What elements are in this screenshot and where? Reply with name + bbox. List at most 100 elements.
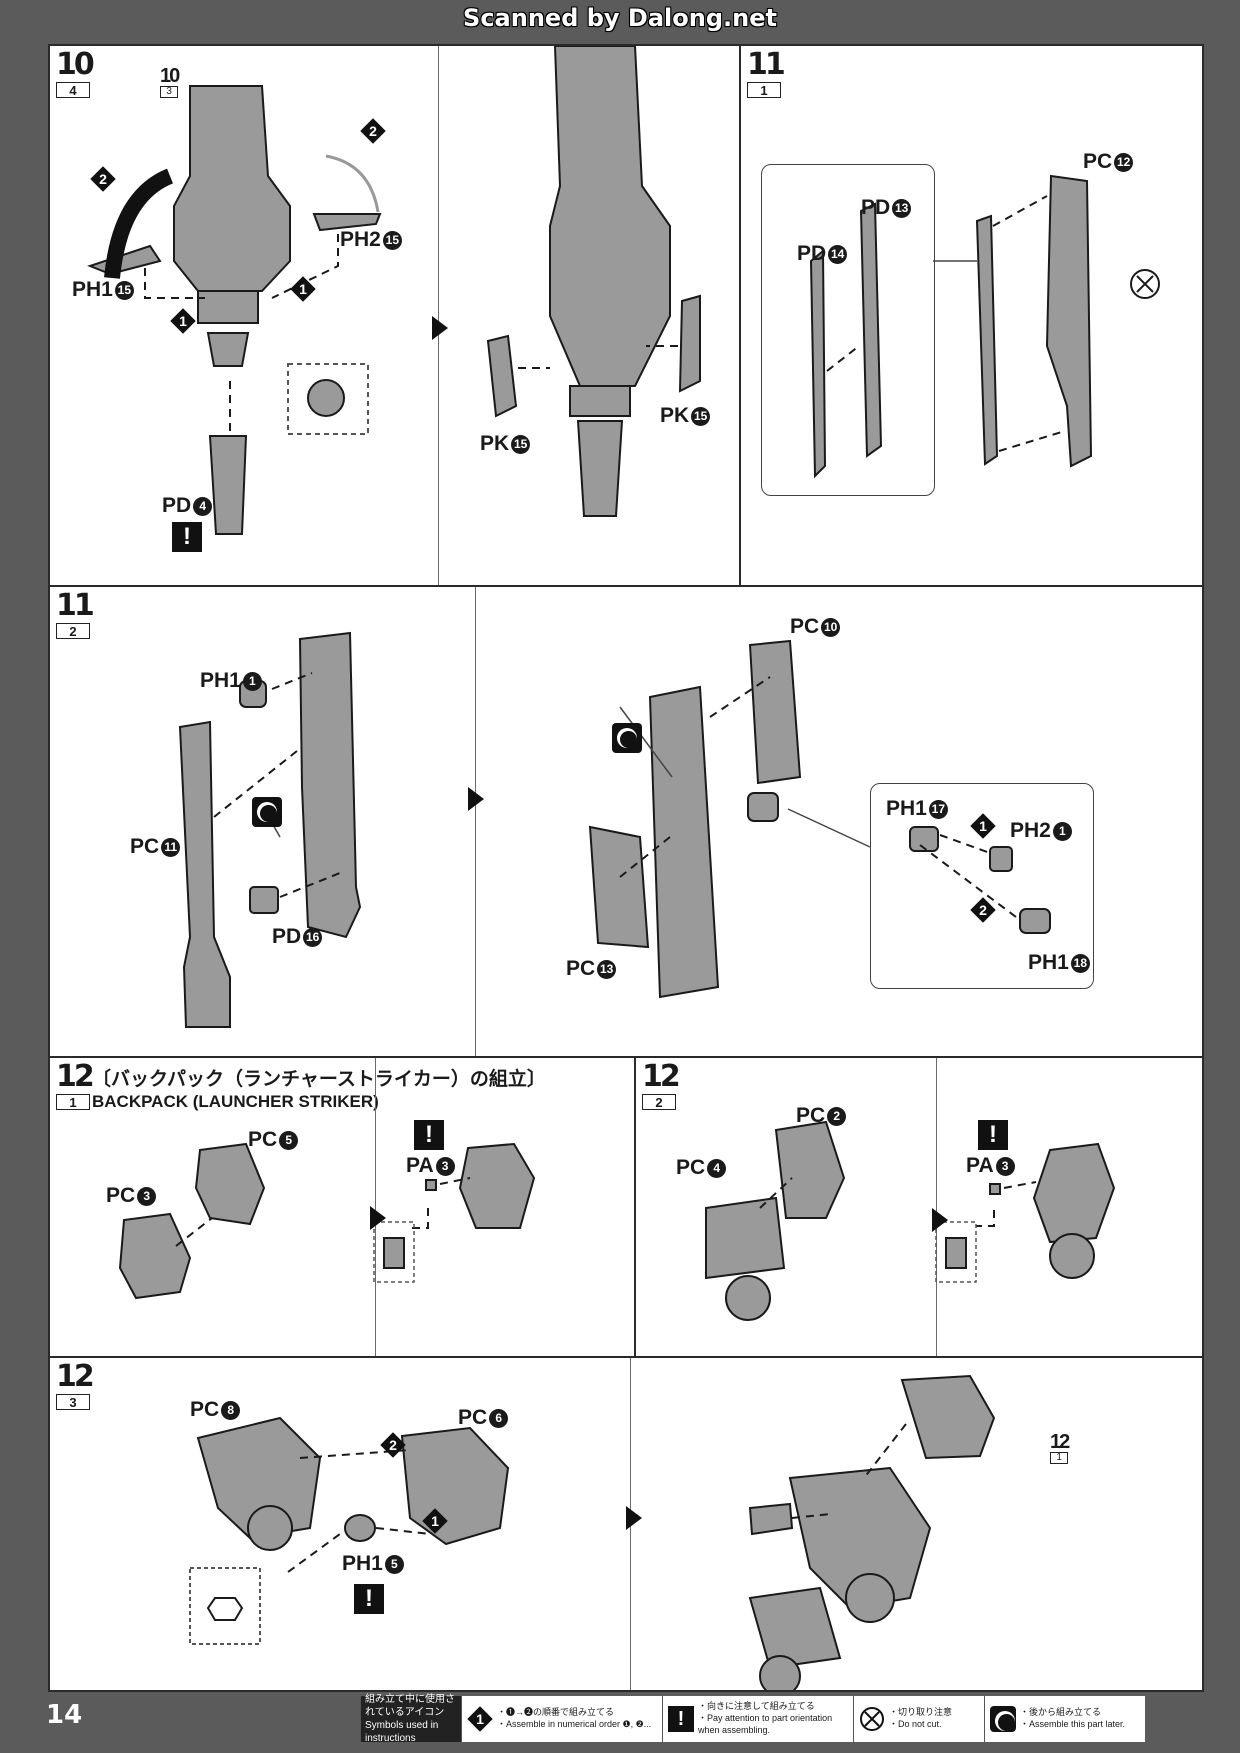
instruction-sheet: 10 4 10 3 [48, 44, 1204, 1692]
legend-attention: ! ・向きに注意して組み立てる・Pay attention to part or… [662, 1696, 853, 1742]
reference-number: 10 [160, 65, 180, 87]
panel-step-11-2: 11 2 [48, 585, 1204, 1058]
step-number: 11 2 [56, 588, 95, 639]
reference-sub: 1 [1050, 1452, 1069, 1464]
order-marker-1: 1 [970, 813, 996, 839]
step-number: 12 2 [642, 1059, 681, 1110]
section-title-english: BACKPACK (LAUNCHER STRIKER) [92, 1092, 379, 1111]
step-transition-arrow [932, 1208, 948, 1232]
assemble-later-icon [612, 723, 642, 753]
panel-step-10-4: 10 4 10 3 [48, 44, 741, 587]
sub-step-divider [936, 1058, 937, 1356]
order-icon: 1 [467, 1706, 493, 1732]
sub-step-divider [475, 587, 476, 1056]
attention-icon: ! [172, 522, 202, 552]
sub-step-divider [438, 46, 439, 585]
watermark: Scanned by Dalong.net [463, 4, 777, 32]
legend-order-en: ・Assemble in numerical order ❶, ❷... [497, 1719, 652, 1729]
step-main-number: 10 [56, 47, 95, 82]
step-sub-number: 1 [747, 82, 781, 98]
step-main-number: 12 [56, 1359, 95, 1394]
legend-header-en: Symbols used in instructions [365, 1720, 439, 1744]
section-title-japanese: 〔バックパック（ランチャーストライカー）の組立〕 [92, 1069, 546, 1090]
step-sub-number: 3 [56, 1394, 90, 1410]
step-main-number: 12 [56, 1059, 95, 1094]
legend-later-jp: ・後から組み立てる [1020, 1707, 1102, 1718]
order-marker-2: 2 [380, 1432, 406, 1458]
reference-number: 12 [1050, 1431, 1070, 1453]
order-marker-2: 2 [90, 166, 116, 192]
legend-order: 1 ・❶→❷の順番で組み立てる・Assemble in numerical or… [461, 1696, 662, 1742]
legend-nocut-en: ・Do not cut. [889, 1719, 942, 1729]
step-transition-arrow [626, 1506, 642, 1530]
order-marker-1: 1 [422, 1508, 448, 1534]
attention-icon: ! [354, 1584, 384, 1614]
backpack-part-drawing [118, 1142, 536, 1300]
step-transition-arrow [468, 787, 484, 811]
pipe-assembly-drawing [809, 174, 1160, 479]
order-marker-2: 2 [360, 118, 386, 144]
order-marker-1: 1 [170, 308, 196, 334]
reference-sub: 3 [160, 86, 179, 98]
legend-attention-en: ・Pay attention to part orientation when … [698, 1713, 833, 1735]
step-main-number: 11 [56, 588, 95, 623]
legend-no-cut: ・切り取り注意・Do not cut. [853, 1696, 984, 1742]
legend-header-jp: 組み立て中に使用されているアイコン [365, 1694, 455, 1718]
detail-inset [761, 164, 935, 496]
barrel-exploded-drawing [87, 46, 701, 535]
step-number: 11 1 [747, 47, 786, 98]
step-main-number: 11 [747, 47, 786, 82]
step-transition-arrow [370, 1206, 386, 1230]
step-main-number: 12 [642, 1059, 681, 1094]
order-marker-1: 1 [290, 276, 316, 302]
legend-later-en: ・Assemble this part later. [1020, 1719, 1126, 1729]
legend-order-jp: ・❶→❷の順番で組み立てる [497, 1707, 615, 1718]
legend-attention-jp: ・向きに注意して組み立てる [698, 1701, 815, 1712]
panel-step-12-3: 12 3 12 1 [48, 1356, 1204, 1692]
arm-frame-drawing [178, 631, 1051, 1028]
step-number: 12 3 [56, 1359, 95, 1410]
legend-later: ・後から組み立てる・Assemble this part later. [984, 1696, 1145, 1742]
attention-icon: ! [414, 1120, 444, 1150]
assemble-later-icon [990, 1706, 1016, 1732]
backpack-part-drawing [705, 1120, 1116, 1321]
attention-icon: ! [978, 1120, 1008, 1150]
step-number: 12 1 [56, 1059, 95, 1110]
no-cut-icon [859, 1706, 885, 1732]
order-marker-2: 2 [970, 897, 996, 923]
step-sub-number: 2 [56, 623, 90, 639]
step-reference: 10 3 [160, 65, 180, 98]
panel-step-12-1: 12 1 〔バックパック（ランチャーストライカー）の組立〕 BACKPACK (… [48, 1056, 636, 1358]
step-sub-number: 2 [642, 1094, 676, 1110]
page-number: 14 [46, 1700, 83, 1730]
legend-nocut-jp: ・切り取り注意 [889, 1707, 953, 1718]
